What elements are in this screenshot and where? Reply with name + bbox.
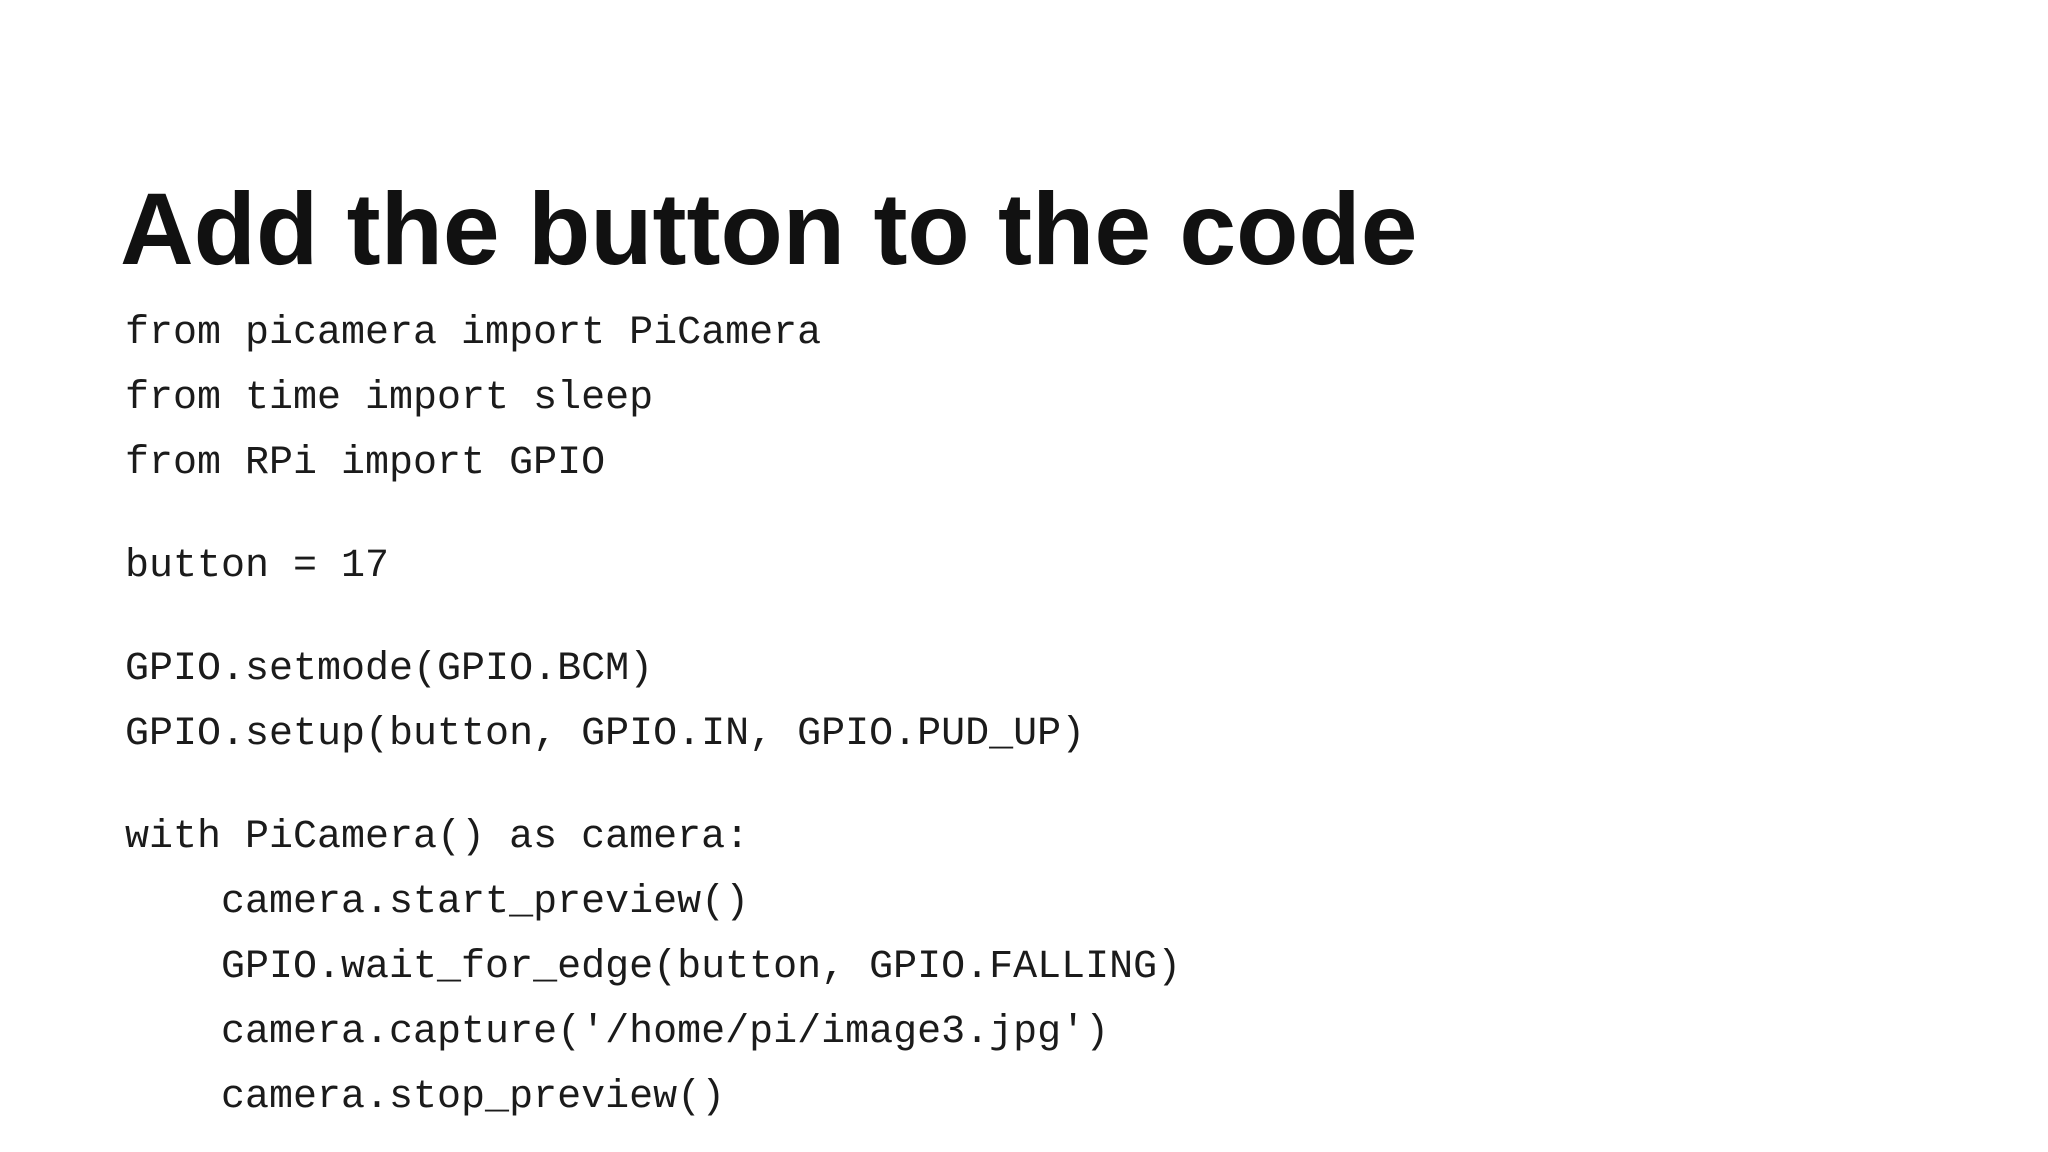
code-line: camera.stop_preview() xyxy=(125,1075,726,1120)
code-line: with PiCamera() as camera: xyxy=(125,815,750,860)
code-line: GPIO.setmode(GPIO.BCM) xyxy=(125,647,654,692)
code-line: from RPi import GPIO xyxy=(125,441,606,486)
code-line: from picamera import PiCamera xyxy=(125,311,822,356)
code-line: GPIO.wait_for_edge(button, GPIO.FALLING) xyxy=(125,945,1182,990)
code-line: camera.capture('/home/pi/image3.jpg') xyxy=(125,1010,1110,1055)
slide-title: Add the button to the code xyxy=(120,172,1418,287)
code-line: GPIO.setup(button, GPIO.IN, GPIO.PUD_UP) xyxy=(125,712,1086,757)
code-group-button-assignment: button = 17 xyxy=(125,534,1181,599)
code-group-imports: from picamera import PiCamera from time … xyxy=(125,301,1181,496)
code-line: camera.start_preview() xyxy=(125,880,750,925)
code-group-gpio-setup: GPIO.setmode(GPIO.BCM) GPIO.setup(button… xyxy=(125,637,1181,767)
code-line: button = 17 xyxy=(125,544,390,589)
code-group-camera-with-block: with PiCamera() as camera: camera.start_… xyxy=(125,805,1181,1130)
code-line: from time import sleep xyxy=(125,376,654,421)
code-block: from picamera import PiCamera from time … xyxy=(125,301,1181,1130)
